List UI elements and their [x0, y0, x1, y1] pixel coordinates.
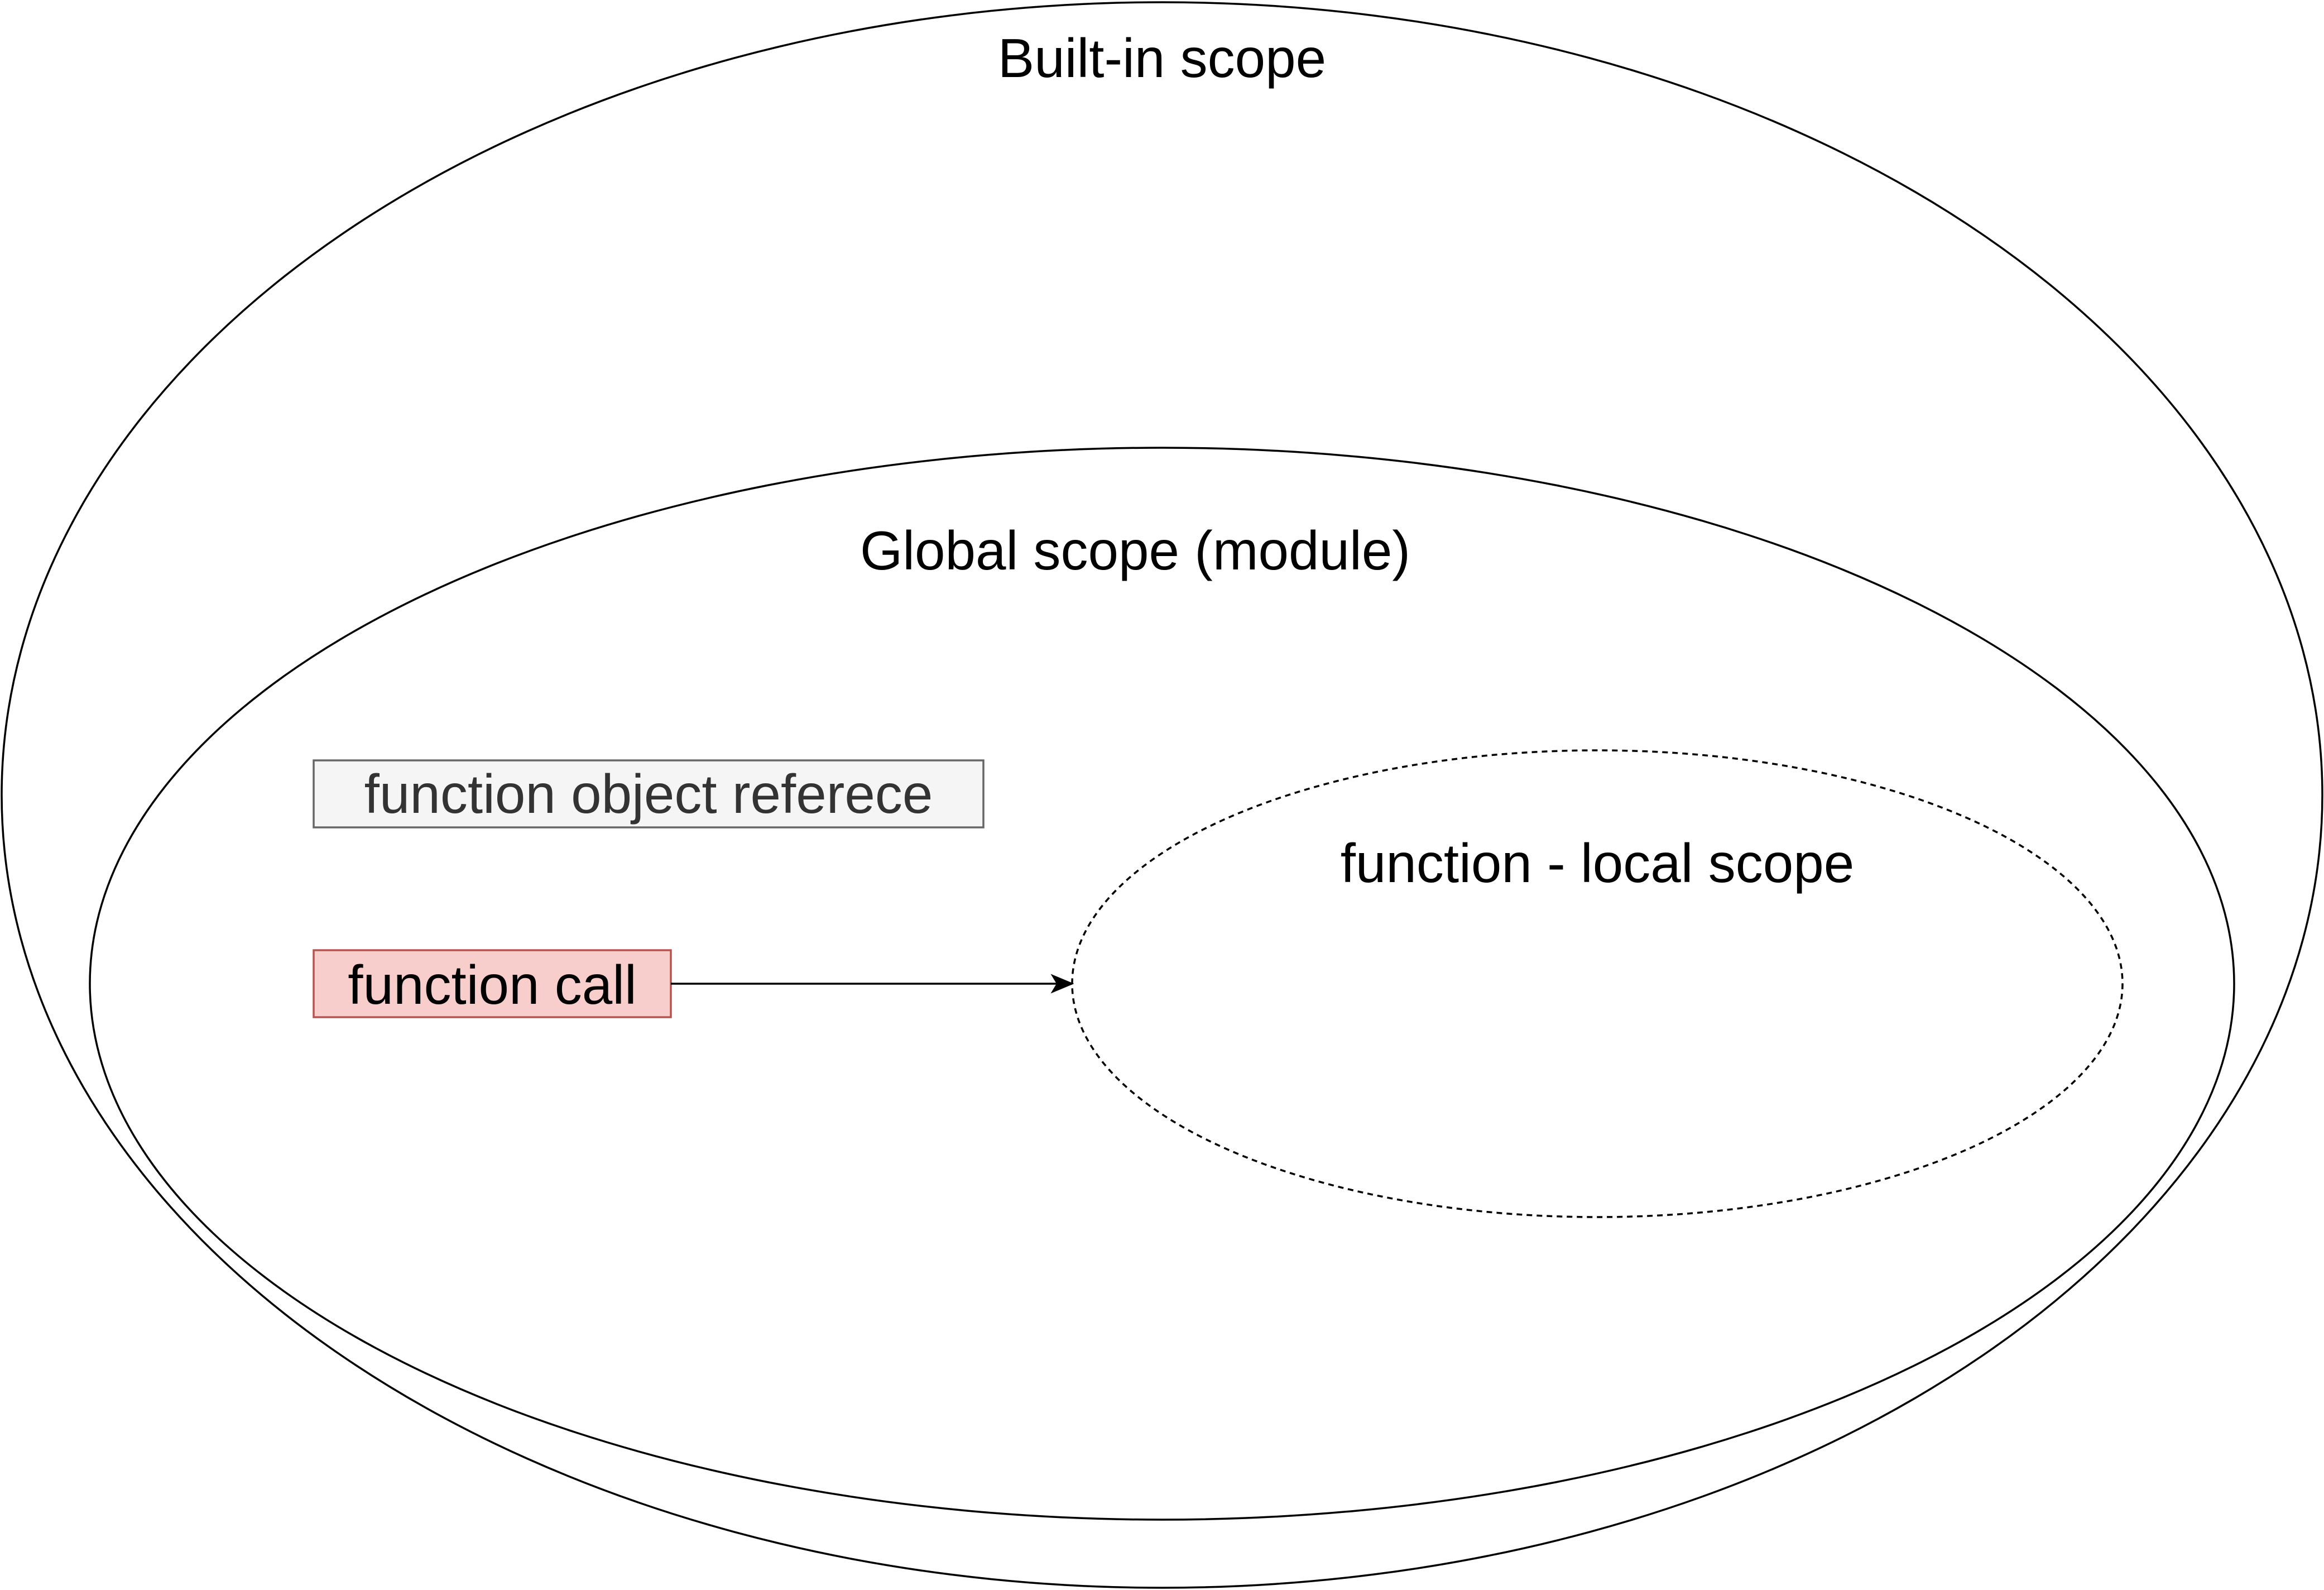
function-call-label: function call	[348, 954, 637, 1016]
global-scope-ellipse	[89, 447, 2235, 1521]
function-reference-box[interactable]	[313, 759, 985, 828]
function-call-node[interactable]: function call	[313, 949, 672, 1018]
local-scope-ellipse	[1071, 749, 2124, 1218]
builtin-scope-label: Built-in scope	[998, 27, 1326, 89]
function-reference-node[interactable]: function object referece	[313, 759, 985, 828]
global-scope: Global scope (module)	[89, 447, 2235, 1521]
function-reference-label: function object referece	[364, 763, 933, 825]
local-scope-label: function - local scope	[1341, 832, 1855, 894]
global-scope-label: Global scope (module)	[860, 520, 1410, 581]
local-scope: function - local scope	[1071, 749, 2124, 1218]
